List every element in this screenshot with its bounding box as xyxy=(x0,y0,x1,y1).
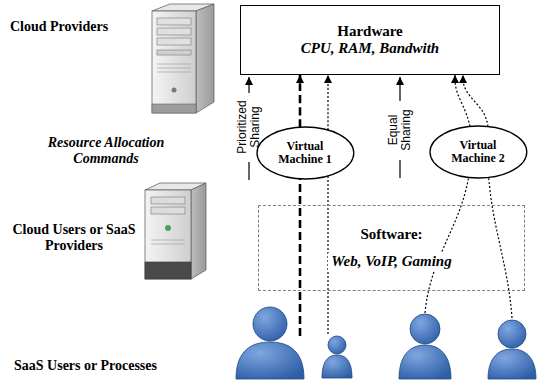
sharing-arrow xyxy=(248,77,249,93)
tier-label: Cloud Users or SaaS Providers xyxy=(8,222,140,254)
sharing-arrow xyxy=(399,77,400,101)
allocation-arrow xyxy=(299,75,302,127)
node-body: Web, VoIP, Gaming xyxy=(328,253,454,270)
sharing-label: Prioritized Sharing xyxy=(236,96,262,158)
virtual-machine-ellipse: Virtual Machine 1 xyxy=(256,126,355,180)
request-line xyxy=(488,165,512,318)
user-icon xyxy=(488,320,536,379)
node-title: Virtual Machine 1 xyxy=(273,140,337,166)
tier-label: Resource Allocation Commands xyxy=(30,135,182,167)
tier-label: Cloud Providers xyxy=(10,19,150,35)
node-title: Software: xyxy=(357,226,425,243)
allocation-arrow xyxy=(327,75,328,130)
node-title: Hardware xyxy=(337,23,403,40)
request-line xyxy=(299,168,302,336)
allocation-arrow xyxy=(455,75,470,126)
node-body: CPU, RAM, Bandwith xyxy=(301,40,439,57)
software-box: Software: Web, VoIP, Gaming xyxy=(258,205,525,291)
sharing-bar xyxy=(399,160,400,178)
sharing-label: Equal Sharing xyxy=(387,104,413,156)
user-icon xyxy=(322,336,352,378)
node-title: Virtual Machine 2 xyxy=(446,139,510,165)
tier-label: SaaS Users or Processes xyxy=(14,358,234,374)
allocation-arrow xyxy=(463,75,488,127)
request-line xyxy=(327,165,328,334)
computer-icon xyxy=(145,183,206,279)
hardware-box: HardwareCPU, RAM, Bandwith xyxy=(240,5,500,75)
server-icon xyxy=(152,4,214,113)
virtual-machine-ellipse: Virtual Machine 2 xyxy=(429,125,528,179)
user-icon xyxy=(399,314,451,379)
sharing-bar xyxy=(248,162,249,180)
user-icon xyxy=(236,307,304,379)
